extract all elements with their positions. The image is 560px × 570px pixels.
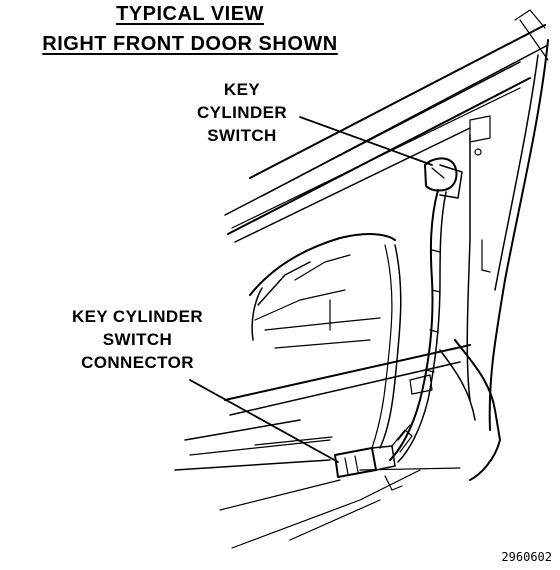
switch-wire-harness [371,189,447,463]
figure-id: 2960602 [501,550,552,564]
door-window-opening [249,233,396,349]
callout-key-cylinder-switch: KEY CYLINDER SWITCH [172,78,312,147]
key-cylinder-switch [424,157,463,199]
figure-subtitle: RIGHT FRONT DOOR SHOWN [42,33,338,55]
figure-title: TYPICAL VIEW [116,3,264,25]
door-edge-pillar [439,39,549,481]
key-cylinder-switch-connector [334,424,413,491]
door-upper-frame [224,9,549,243]
callout-line: SWITCH [207,126,277,145]
callout-line: SWITCH [102,330,173,349]
callout-leaders [189,116,433,463]
callout-line: KEY [223,80,261,99]
callout-line: KEY CYLINDER [71,307,204,326]
callout-key-cylinder-switch-connector: KEY CYLINDER SWITCH CONNECTOR [40,305,235,374]
callout-line: CONNECTOR [81,353,194,372]
callout-line: CYLINDER [196,103,288,122]
